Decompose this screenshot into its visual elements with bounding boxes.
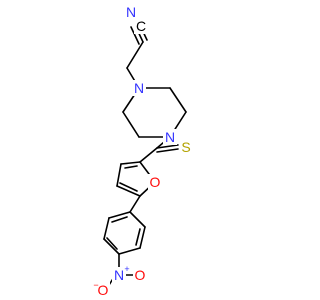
aromatic-inner-1 <box>135 228 141 246</box>
mask-o-furan <box>148 174 162 190</box>
aromatic-inner-2 <box>106 237 118 250</box>
bond-b3-b4 <box>118 247 141 255</box>
bond-c1-c2 <box>126 41 144 69</box>
bond-c4-c3 <box>116 163 122 187</box>
double-bond-cs-a <box>156 144 179 149</box>
mask-nitro-n <box>112 267 126 283</box>
atom-labels: N C N N S O N + O O − <box>93 4 190 298</box>
bond-b2-b3 <box>139 226 146 249</box>
bond-furan-phenyl <box>129 195 141 213</box>
atom-nitro-n: N <box>114 267 124 283</box>
bond-b6-b1 <box>108 211 131 219</box>
bond-c-c2 <box>122 111 140 138</box>
atom-nitro-o-left: O <box>98 282 109 298</box>
mask-n4 <box>163 129 177 145</box>
mask-s <box>179 139 193 155</box>
atom-piperazine-n4: N <box>165 129 175 145</box>
mask-nitro-o-right <box>133 267 147 283</box>
atom-furan-o: O <box>150 174 161 190</box>
bond-c-c <box>169 87 187 113</box>
mask-n1 <box>132 80 146 96</box>
bond-b4-b5 <box>103 238 120 255</box>
bond-b5-b6 <box>103 217 110 240</box>
double-bond-c5-c4 <box>116 185 141 197</box>
benzene-ring <box>103 195 146 255</box>
atom-nitro-o-right: O <box>135 267 146 283</box>
mask-nitrile-n <box>124 4 138 20</box>
double-bond-c5-c4-inner <box>119 182 138 192</box>
atom-nitrile-n: N <box>126 4 136 20</box>
atom-nitrile-c: C <box>136 18 146 34</box>
bond-b1-b2 <box>129 211 146 228</box>
atom-thione-s: S <box>181 139 190 155</box>
double-bond-c3-c2 <box>120 161 141 165</box>
double-bond-c3-c2-inner <box>124 165 138 169</box>
atom-piperazine-n1: N <box>134 80 144 96</box>
charge-nitro-n: + <box>124 264 129 274</box>
aromatic-inner-3 <box>111 216 128 223</box>
mask-nitro-o-left <box>96 282 110 298</box>
charge-nitro-o-left: − <box>93 280 98 290</box>
bond-cs-furan <box>139 147 158 163</box>
double-bond-cs-b <box>156 148 179 153</box>
mask-nitrile-c <box>134 18 148 34</box>
chemical-structure-diagram: N C N N S O N + O O − <box>93 4 193 298</box>
triple-bond-cn-b <box>130 26 140 45</box>
atom-label-masks <box>96 4 193 298</box>
